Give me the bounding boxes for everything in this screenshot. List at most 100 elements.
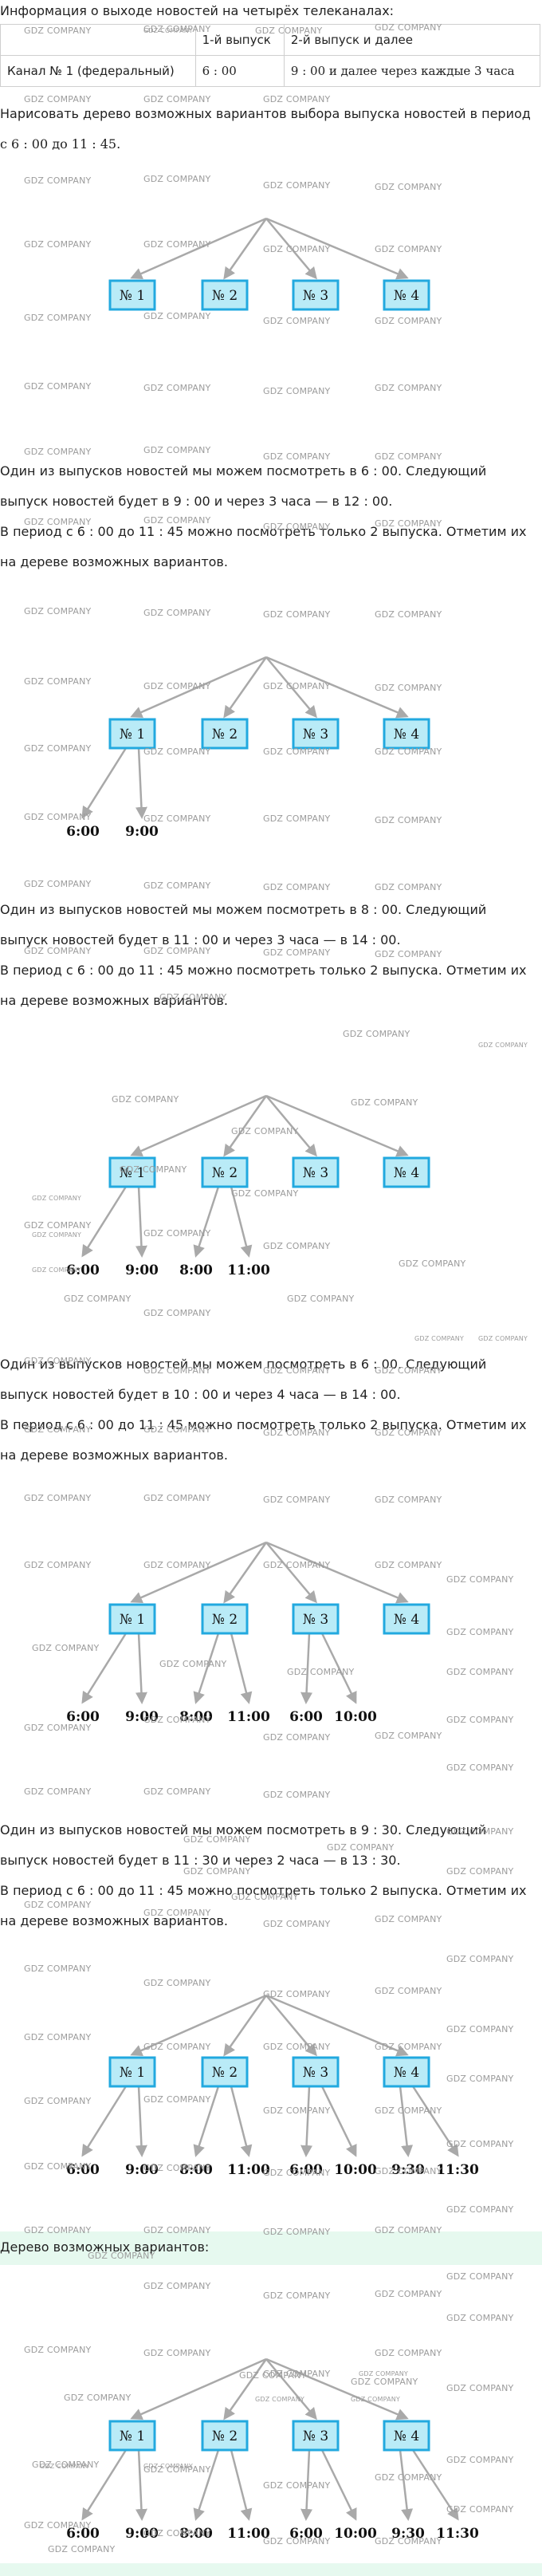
channel-box (201, 2056, 249, 2088)
watermark: GDZ COMPANY (143, 608, 211, 618)
watermark: GDZ COMPANY (24, 1786, 92, 1797)
watermark: GDZ COMPANY (24, 313, 92, 323)
tree-branch (223, 1095, 268, 1157)
watermark: GDZ COMPANY (263, 1989, 331, 1999)
watermark: GDZ COMPANY (375, 683, 442, 693)
channel-label: № 4 (394, 1612, 419, 1628)
tree-branch (135, 1633, 147, 1704)
watermark: GDZ COMPANY (143, 174, 211, 184)
explanation-line: выпуск новостей будет в 11 : 30 и через … (0, 1853, 401, 1868)
watermark: GDZ COMPANY (143, 2348, 211, 2358)
watermark: GDZ COMPANY (446, 1866, 514, 1877)
watermark: GDZ COMPANY (375, 1914, 442, 1924)
watermark: GDZ COMPANY (159, 1659, 227, 1669)
watermark: GDZ COMPANY (351, 2377, 418, 2387)
channel-label: № 2 (212, 288, 238, 304)
tree-branch (399, 2449, 414, 2521)
watermark: GDZ COMPANY (24, 2096, 92, 2106)
explanation-line: на дереве возможных вариантов. (0, 993, 228, 1008)
tree-branch (130, 1094, 267, 1157)
watermark: GDZ COMPANY (263, 2536, 331, 2546)
watermark: GDZ COMPANY (414, 1335, 465, 1342)
watermark: GDZ COMPANY (32, 1266, 82, 1274)
watermark: GDZ COMPANY (478, 1335, 528, 1342)
tree-branch (265, 1995, 317, 2057)
time-label: 8:00 (179, 1709, 213, 1725)
watermark: GDZ COMPANY (143, 1715, 211, 1725)
watermark: GDZ COMPANY (375, 2166, 442, 2176)
watermark: GDZ COMPANY (351, 1097, 418, 1108)
watermark: GDZ COMPANY (255, 26, 323, 36)
task-line: Нарисовать дерево возможных вариантов вы… (0, 106, 531, 121)
time-label: 11:00 (227, 1262, 270, 1278)
watermark: GDZ COMPANY (231, 1188, 299, 1199)
task-text: Нарисовать дерево возможных вариантов вы… (0, 99, 539, 160)
explanation-1: Один из выпусков новостей мы можем посмо… (0, 456, 539, 577)
watermark: GDZ COMPANY (32, 1231, 82, 1239)
channel-box (201, 1603, 249, 1635)
channel-box (292, 279, 340, 311)
channel-box (201, 1156, 249, 1188)
channel-label: № 2 (212, 727, 238, 742)
watermark: GDZ COMPANY (24, 676, 92, 687)
watermark: GDZ COMPANY (24, 175, 92, 186)
watermark: GDZ COMPANY (375, 451, 442, 462)
watermark: GDZ COMPANY (112, 1094, 179, 1105)
watermark: GDZ COMPANY (263, 882, 331, 892)
watermark: GDZ COMPANY (375, 244, 442, 254)
watermark: GDZ COMPANY (375, 815, 442, 825)
channel-box (292, 718, 340, 750)
watermark: GDZ COMPANY (263, 609, 331, 620)
time-label: 8:00 (179, 1262, 213, 1278)
tree-branch (130, 217, 267, 280)
channel-label: № 2 (212, 1165, 238, 1181)
watermark: GDZ COMPANY (263, 180, 331, 191)
watermark: GDZ COMPANY (263, 451, 331, 462)
watermark: GDZ COMPANY (143, 946, 211, 956)
watermark: GDZ COMPANY (263, 2290, 331, 2301)
table-cell-channel: Канал № 1 (федеральный) (0, 55, 196, 87)
explanation-line: выпуск новостей будет в 10 : 00 и через … (0, 1387, 401, 1402)
watermark: GDZ COMPANY (24, 26, 92, 36)
time-label: 6:00 (66, 2162, 100, 2178)
watermark: GDZ COMPANY (143, 2281, 211, 2291)
watermark: GDZ COMPANY (263, 1919, 331, 1929)
tree-branch (193, 1633, 220, 1704)
channel-box (292, 1156, 340, 1188)
watermark: GDZ COMPANY (143, 1424, 211, 1435)
watermark: GDZ COMPANY (143, 1308, 211, 1318)
watermark: GDZ COMPANY (143, 1560, 211, 1570)
tree-branch (135, 747, 147, 819)
watermark: GDZ COMPANY (263, 681, 331, 691)
table-cell-next: 9 : 00 и далее через каждые 3 часа (283, 55, 541, 87)
watermark: GDZ COMPANY (446, 2455, 514, 2465)
time-label: 9:30 (391, 2526, 425, 2542)
tree-branch (81, 747, 128, 819)
channel-box (383, 1156, 430, 1188)
channel-label: № 1 (120, 2428, 145, 2444)
tree-branch (399, 2086, 414, 2157)
channel-label: № 3 (303, 727, 328, 742)
watermark: GDZ COMPANY (143, 681, 211, 691)
watermark: GDZ COMPANY (24, 1220, 92, 1231)
watermark: GDZ COMPANY (263, 1428, 331, 1438)
tree-branch (320, 1633, 357, 1704)
tree-branch (230, 2086, 253, 2157)
watermark: GDZ COMPANY (231, 1892, 299, 1902)
channel-box (201, 718, 249, 750)
watermark: GDZ COMPANY (263, 2369, 331, 2379)
tree-branch (320, 2086, 357, 2157)
channel-box (108, 1156, 156, 1188)
channel-box (292, 2420, 340, 2452)
tree-branch (411, 2449, 459, 2521)
explanation-line: Один из выпусков новостей мы можем посмо… (0, 902, 487, 917)
explanation-3: Один из выпусков новостей мы можем посмо… (0, 1349, 539, 1471)
watermark: GDZ COMPANY (263, 386, 331, 396)
explanation-line: выпуск новостей будет в 11 : 00 и через … (0, 932, 401, 947)
channel-label: № 2 (212, 2428, 238, 2444)
watermark: GDZ COMPANY (446, 1574, 514, 1585)
watermark: GDZ COMPANY (375, 1495, 442, 1505)
explanation-line: Один из выпусков новостей мы можем посмо… (0, 1822, 487, 1837)
watermark: GDZ COMPANY (263, 813, 331, 824)
